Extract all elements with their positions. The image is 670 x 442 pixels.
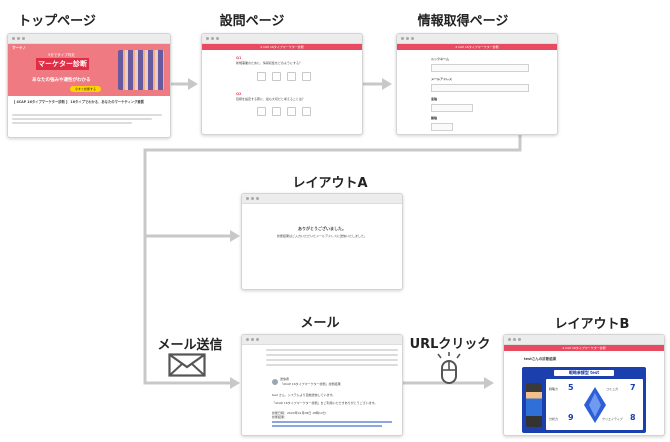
question-page-window: 4 CAP 16タイプマーケター診断 Q1 新規事業のために、情報収集をどのよう… [201, 33, 363, 135]
q1-option[interactable] [302, 72, 311, 81]
score-value: 8 [630, 413, 636, 422]
top-page-window: マーケノ 5分でタイプ判定 マーケター診断 あなたの強みや適性がわかる 今すぐ診… [7, 33, 171, 138]
label-top-page: トップページ [18, 14, 96, 29]
result-intro: testさんの診断結果 [524, 357, 557, 361]
field-label: ニックネーム [431, 57, 449, 61]
top-badge: 5分でタイプ判定 [48, 53, 75, 57]
mail-sender: 送信者 [280, 377, 290, 381]
field-label: 職種 [431, 116, 438, 120]
label-info-page: 情報取得ページ [417, 14, 509, 29]
info-header: 4 CAP 16タイプマーケター診断 [397, 44, 557, 50]
top-logo: マーケノ [12, 46, 26, 50]
layout-b-window: 4 CAP 16タイプマーケター診断 testさんの診断結果 戦略参謀型 tes… [503, 334, 665, 436]
mail-body: 診断日時：2024年01月08日 18時12分 [272, 411, 326, 415]
score-label: 分析力 [549, 417, 559, 421]
info-page-window: 4 CAP 16タイプマーケター診断 ニックネーム メールアドレス 業種 職種 [396, 33, 558, 135]
mail-body: test さん、システムより自動送信しています。 [272, 393, 336, 397]
layout-b-header: 4 CAP 16タイプマーケター診断 [504, 345, 664, 351]
result-link[interactable] [272, 421, 392, 423]
q2-number: Q2 [236, 92, 242, 96]
q2-option[interactable] [257, 107, 266, 116]
score-value: 5 [568, 383, 574, 392]
avatar-illustration [526, 383, 542, 427]
mouse-click-icon [437, 352, 461, 384]
envelope-icon [168, 353, 206, 377]
mail-body: 「4CAP 16タイプマーケター診断」をご利用いただきありがとうございます。 [272, 401, 378, 405]
top-title: マーケター診断 [36, 58, 89, 70]
top-subtitle: あなたの強みや適性がわかる [32, 78, 91, 83]
layout-a-title: ありがとうございました。 [298, 226, 346, 231]
label-url-click: URLクリック [409, 337, 491, 352]
mail-window: 送信者 「4CAP 16タイプマーケター診断」診断結果 test さん、システム… [241, 334, 403, 436]
sender-avatar [272, 379, 278, 385]
email-field[interactable] [431, 84, 529, 92]
score-value: 7 [630, 383, 636, 392]
q2-text: 目標を設定する際に、最も大切だと考えることは？ [236, 97, 305, 101]
q2-option[interactable] [287, 107, 296, 116]
result-link[interactable] [272, 425, 382, 427]
label-layout-a: レイアウトA [292, 176, 368, 191]
label-mail: メール [300, 316, 340, 331]
score-label: 戦略力 [549, 387, 559, 391]
label-layout-b: レイアウトB [554, 317, 630, 332]
label-question-page: 設問ページ [219, 14, 285, 29]
layout-a-window: ありがとうございました。 診断結果はご入力いただいたメールアドレスに送信いたしま… [241, 193, 403, 290]
mail-subject: 「4CAP 16タイプマーケター診断」診断結果 [280, 382, 341, 386]
field-label: 業種 [431, 97, 438, 101]
layout-a-text: 診断結果はご入力いただいたメールアドレスに送信いたしました。 [276, 234, 367, 238]
radar-diamond-icon [584, 387, 606, 423]
character-illustration [118, 50, 164, 90]
score-label: クリエイティブ [602, 417, 623, 421]
field-label: メールアドレス [431, 77, 453, 81]
top-hero: マーケノ 5分でタイプ判定 マーケター診断 あなたの強みや適性がわかる 今すぐ診… [8, 44, 170, 96]
score-value: 9 [568, 413, 574, 422]
q1-option[interactable] [272, 72, 281, 81]
q2-option[interactable] [272, 107, 281, 116]
question-header: 4 CAP 16タイプマーケター診断 [202, 44, 362, 50]
mail-body: 診断結果： [272, 415, 288, 419]
score-panel: 戦略力 5 コミュ力 7 分析力 9 クリエイティブ 8 [546, 379, 643, 430]
label-mail-send: メール送信 [157, 338, 223, 353]
top-headline: 【 4CAP 16タイプマーケター診断 】 16タイプでわかる、あなたのマーケテ… [12, 100, 144, 104]
q2-option[interactable] [302, 107, 311, 116]
score-label: コミュ力 [606, 387, 619, 391]
q1-option[interactable] [257, 72, 266, 81]
industry-select[interactable] [431, 104, 473, 112]
top-cta-button[interactable]: 今すぐ診断する [70, 86, 102, 92]
nickname-field[interactable] [431, 64, 529, 72]
q1-number: Q1 [236, 56, 242, 60]
job-select[interactable] [431, 123, 453, 131]
q1-option[interactable] [287, 72, 296, 81]
result-card: 戦略参謀型 test 戦略力 5 コミュ力 7 分析力 9 クリエイティブ 8 [522, 367, 646, 433]
result-type-title: 戦略参謀型 test [554, 370, 614, 376]
q1-text: 新規事業のために、情報収集をどのようにする？ [236, 61, 302, 65]
